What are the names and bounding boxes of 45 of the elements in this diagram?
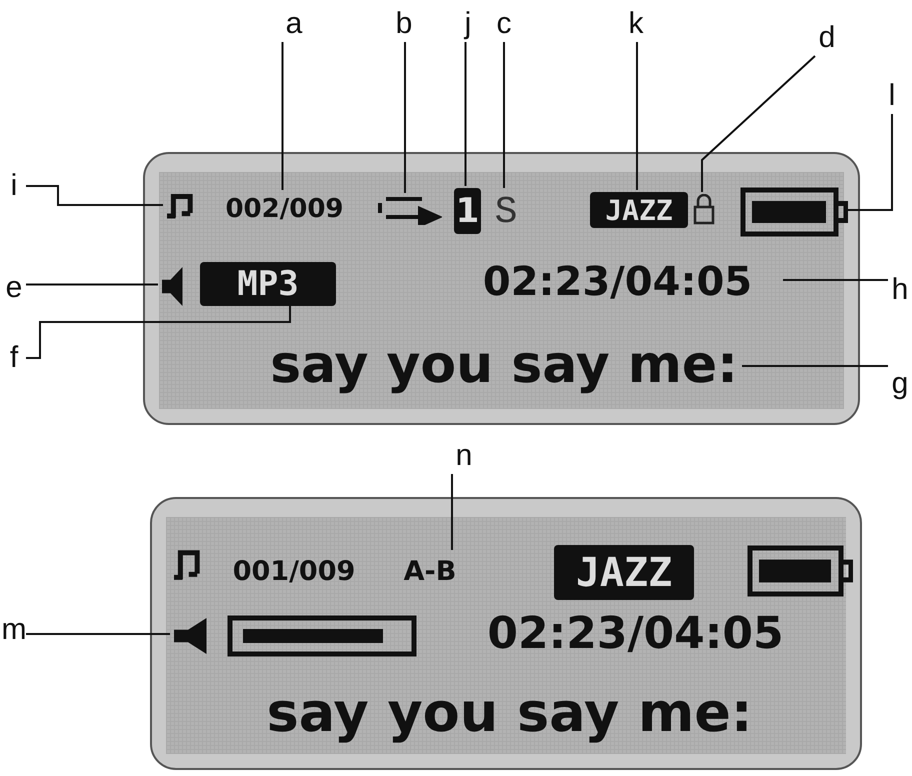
battery-icon [747, 545, 853, 597]
callout-letter: f [2, 340, 26, 376]
leader-line [636, 42, 638, 190]
callout-letter: h [888, 272, 912, 308]
callout-letter: m [2, 612, 26, 648]
leader-line [701, 55, 816, 192]
leader-line [451, 474, 453, 550]
leader-line [26, 633, 170, 635]
lock-icon [692, 194, 716, 226]
callout-letter: e [2, 270, 26, 306]
callout-letter: g [888, 366, 912, 402]
callout-letter: d [815, 20, 839, 56]
lcd-screen [150, 497, 862, 770]
time-display: 02:23/04:05 [468, 602, 803, 664]
leader-line [742, 365, 888, 367]
repeat-number: 1 [454, 188, 481, 234]
leader-line [503, 42, 505, 188]
leader-line [26, 284, 158, 286]
callout-letter: n [452, 438, 476, 474]
callout-letter: k [624, 6, 648, 42]
song-title: say you say me: [264, 332, 744, 397]
battery-icon [740, 187, 848, 237]
callout-letter: a [282, 6, 306, 42]
leader-line [846, 114, 893, 211]
callout-letter: j [456, 6, 480, 42]
ab-repeat-label: A-B [394, 552, 466, 590]
leader-line [464, 42, 466, 186]
time-display: 02:23/04:05 [450, 257, 785, 307]
track-counter: 002/009 [207, 192, 362, 226]
callout-letter: b [392, 6, 416, 42]
leader-line [26, 185, 163, 206]
callout-letter: i [2, 168, 26, 204]
equalizer-label: JAZZ [590, 192, 688, 228]
lcd-screen [143, 152, 860, 425]
equalizer-label: JAZZ [554, 545, 694, 600]
leader-line [404, 42, 406, 193]
leader-line [282, 42, 284, 190]
song-title: say you say me: [272, 677, 747, 747]
callout-letter: l [880, 78, 904, 114]
leader-line [783, 279, 888, 281]
format-badge: MP3 [200, 262, 336, 306]
leader-line [26, 304, 291, 359]
track-counter: 001/009 [214, 552, 374, 590]
callout-letter: c [492, 6, 516, 42]
shuffle-letter: S [491, 190, 521, 234]
